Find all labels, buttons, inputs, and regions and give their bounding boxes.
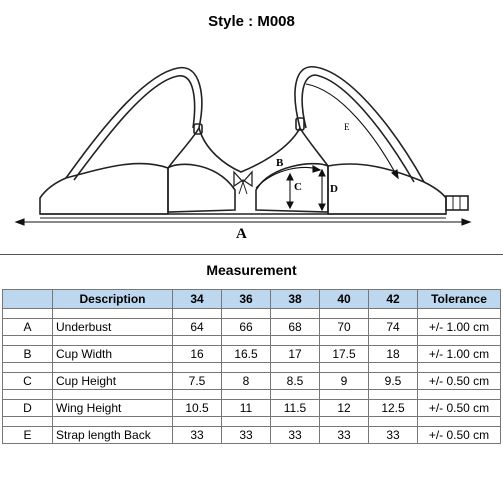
label-d: D — [330, 183, 338, 195]
header-cell: 38 — [270, 289, 320, 309]
label-e: E — [344, 122, 350, 132]
row-code: C — [2, 372, 53, 390]
row-code: B — [2, 345, 53, 363]
right-wing — [327, 163, 447, 215]
header-cell: 40 — [319, 289, 369, 309]
header-cell — [2, 289, 53, 309]
spacer-row — [2, 308, 501, 319]
row-value: 68 — [270, 318, 320, 336]
row-value: 11.5 — [270, 399, 320, 417]
left-strap — [65, 67, 203, 179]
table-row: C Cup Height 7.5 8 8.5 9 9.5 +/- 0.50 cm — [2, 372, 501, 390]
row-value: 33 — [172, 426, 222, 444]
left-slider — [193, 123, 203, 135]
row-description: Underbust — [52, 318, 173, 336]
row-code: D — [2, 399, 53, 417]
row-value: 17 — [270, 345, 320, 363]
row-code: E — [2, 426, 53, 444]
right-strap — [294, 66, 425, 183]
row-value: 18 — [368, 345, 418, 363]
row-value: 12.5 — [368, 399, 418, 417]
row-value: 7.5 — [172, 372, 222, 390]
spacer-row — [2, 362, 501, 373]
left-cup — [167, 163, 236, 213]
row-description: Strap length Back — [52, 426, 173, 444]
bra-diagram: A B C D E — [14, 66, 472, 242]
row-value: 8 — [221, 372, 271, 390]
row-value: 33 — [221, 426, 271, 444]
label-b: B — [276, 157, 284, 169]
row-value: 33 — [368, 426, 418, 444]
label-c: C — [294, 181, 302, 193]
row-value: 8.5 — [270, 372, 320, 390]
right-strap-inner — [301, 74, 415, 183]
left-cup-top — [167, 127, 200, 169]
header-cell: 42 — [368, 289, 418, 309]
row-value: 11 — [221, 399, 271, 417]
left-strap-inner — [73, 75, 196, 181]
row-value: 12 — [319, 399, 369, 417]
row-description: Wing Height — [52, 399, 173, 417]
center-bow — [233, 170, 253, 188]
spacer-row — [2, 389, 501, 400]
row-value: 66 — [221, 318, 271, 336]
measurement-table: Description 34 36 38 40 42 Tolerance A U… — [2, 289, 501, 444]
row-value: 9.5 — [368, 372, 418, 390]
table-row: D Wing Height 10.5 11 11.5 12 12.5 +/- 0… — [2, 399, 501, 417]
header-cell: 34 — [172, 289, 222, 309]
row-value: 74 — [368, 318, 418, 336]
row-tolerance: +/- 0.50 cm — [417, 426, 501, 444]
header-cell: 36 — [221, 289, 271, 309]
row-value: 64 — [172, 318, 222, 336]
row-value: 16 — [172, 345, 222, 363]
row-tolerance: +/- 1.00 cm — [417, 318, 501, 336]
spacer-row — [2, 335, 501, 346]
table-row: A Underbust 64 66 68 70 74 +/- 1.00 cm — [2, 318, 501, 336]
measurement-title: Measurement — [206, 262, 297, 278]
row-tolerance: +/- 0.50 cm — [417, 372, 501, 390]
header-cell: Tolerance — [417, 289, 501, 309]
row-value: 9 — [319, 372, 369, 390]
style-title: Style : M008 — [208, 13, 295, 30]
row-description: Cup Height — [52, 372, 173, 390]
hook-eye — [445, 195, 469, 211]
row-description: Cup Width — [52, 345, 173, 363]
right-cup-top — [299, 127, 329, 167]
label-a: A — [236, 226, 247, 242]
left-wing — [39, 162, 169, 215]
right-slider — [295, 117, 305, 131]
row-value: 10.5 — [172, 399, 222, 417]
table-row: B Cup Width 16 16.5 17 17.5 18 +/- 1.00 … — [2, 345, 501, 363]
table-row: E Strap length Back 33 33 33 33 33 +/- 0… — [2, 426, 501, 444]
row-code: A — [2, 318, 53, 336]
row-value: 17.5 — [319, 345, 369, 363]
neckline — [198, 127, 301, 173]
row-value: 33 — [319, 426, 369, 444]
row-value: 70 — [319, 318, 369, 336]
row-value: 33 — [270, 426, 320, 444]
row-tolerance: +/- 1.00 cm — [417, 345, 501, 363]
row-value: 16.5 — [221, 345, 271, 363]
table-header-row: Description 34 36 38 40 42 Tolerance — [2, 289, 501, 309]
header-cell: Description — [52, 289, 173, 309]
spacer-row — [2, 416, 501, 427]
row-tolerance: +/- 0.50 cm — [417, 399, 501, 417]
section-divider — [0, 254, 503, 255]
